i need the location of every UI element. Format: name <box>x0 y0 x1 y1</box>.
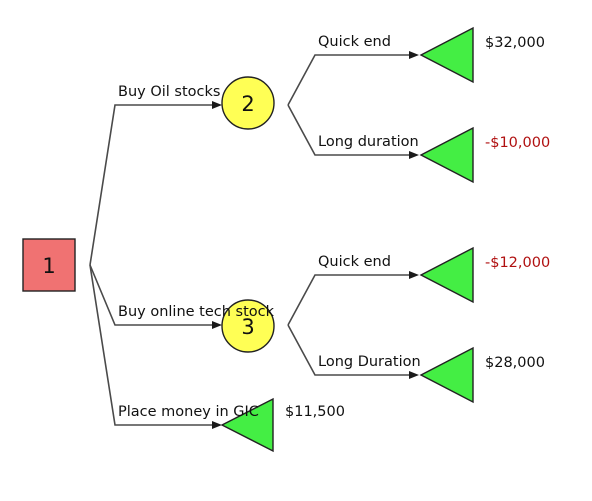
arrow-to-gic <box>212 421 222 429</box>
end-node-tech-quick <box>419 246 474 304</box>
edge-decision-to-tech <box>89 264 212 326</box>
chance-node-tech-label: 3 <box>241 315 254 339</box>
outcome-label-oil-long: Long duration <box>318 134 419 150</box>
edge-decision-to-oil <box>89 104 212 266</box>
value-tech-long: $28,000 <box>485 355 545 371</box>
end-node-oil-quick <box>419 26 474 84</box>
value-tech-quick: -$12,000 <box>485 255 550 271</box>
chance-node-tech <box>221 299 275 353</box>
outcome-label-oil-quick: Quick end <box>318 34 391 50</box>
value-oil-quick: $32,000 <box>485 35 545 51</box>
end-node-tech-long <box>419 346 474 404</box>
arrow-to-tech <box>212 321 222 329</box>
arrow-to-oil <box>212 101 222 109</box>
decision-node-label: 1 <box>42 254 55 278</box>
arrow-tech-quick <box>409 271 419 279</box>
end-node-gic <box>220 397 274 453</box>
arrow-tech-long <box>409 371 419 379</box>
arrow-oil-quick <box>409 51 419 59</box>
value-gic: $11,500 <box>285 404 345 420</box>
edge-oil-quick <box>287 54 409 106</box>
decision-node <box>22 238 76 292</box>
outcome-label-tech-long: Long Duration <box>318 354 421 370</box>
edge-oil-long <box>287 104 409 156</box>
arrow-oil-long <box>409 151 419 159</box>
branch-label-gic: Place money in GIC <box>118 404 259 420</box>
edge-decision-to-gic <box>89 264 212 426</box>
chance-node-oil <box>221 76 275 130</box>
branch-label-tech: Buy online tech stock <box>118 304 275 320</box>
chance-node-oil-label: 2 <box>241 92 254 116</box>
end-node-oil-long <box>419 126 474 184</box>
edge-tech-long <box>287 324 409 376</box>
value-oil-long: -$10,000 <box>485 135 550 151</box>
edge-tech-quick <box>287 274 409 326</box>
branch-label-oil: Buy Oil stocks <box>118 84 220 100</box>
outcome-label-tech-quick: Quick end <box>318 254 391 270</box>
